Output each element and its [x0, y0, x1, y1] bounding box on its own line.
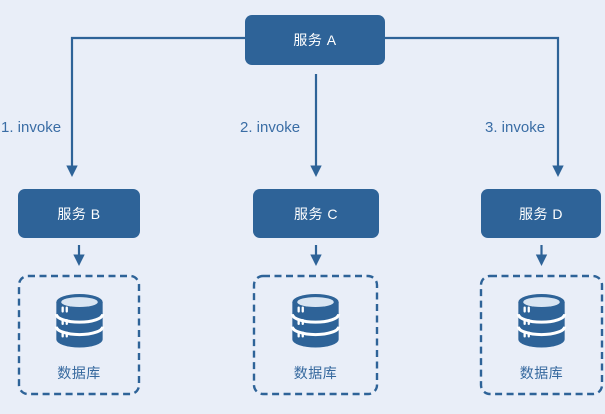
node-service-d-label: 服务 D [519, 205, 563, 222]
arrowhead-a-to-b [66, 165, 78, 177]
edge-label-invoke-2: 2. invoke [240, 119, 301, 136]
node-service-a-label: 服务 A [293, 32, 337, 48]
node-service-d: 服务 D [481, 189, 601, 238]
arrowhead-a-to-d [552, 165, 564, 177]
arrowhead-b-to-db [73, 254, 85, 266]
node-service-c: 服务 C [253, 189, 379, 238]
database-icon [54, 294, 104, 348]
arrowhead-d-to-db [535, 254, 548, 266]
database-zone-2: 数据库 [253, 276, 378, 394]
database-label-1: 数据库 [57, 365, 101, 381]
arrowhead-a-to-c [310, 165, 322, 177]
database-zone-1: 数据库 [18, 276, 140, 394]
edge-label-invoke-3: 3. invoke [485, 119, 546, 136]
database-zone-3: 数据库 [480, 276, 603, 394]
edge-label-invoke-1: 1. invoke [1, 119, 62, 136]
edge-a-to-d [385, 36, 560, 166]
node-service-b: 服务 B [18, 189, 140, 238]
database-label-2: 数据库 [293, 365, 338, 381]
arrowhead-c-to-db [310, 254, 322, 266]
node-service-a: 服务 A [245, 15, 385, 65]
database-label-3: 数据库 [519, 365, 564, 381]
database-icon [516, 294, 567, 348]
node-service-b-label: 服务 B [57, 205, 101, 222]
database-icon [290, 294, 341, 348]
node-service-c-label: 服务 C [294, 205, 338, 222]
edge-a-to-b [70, 36, 246, 166]
